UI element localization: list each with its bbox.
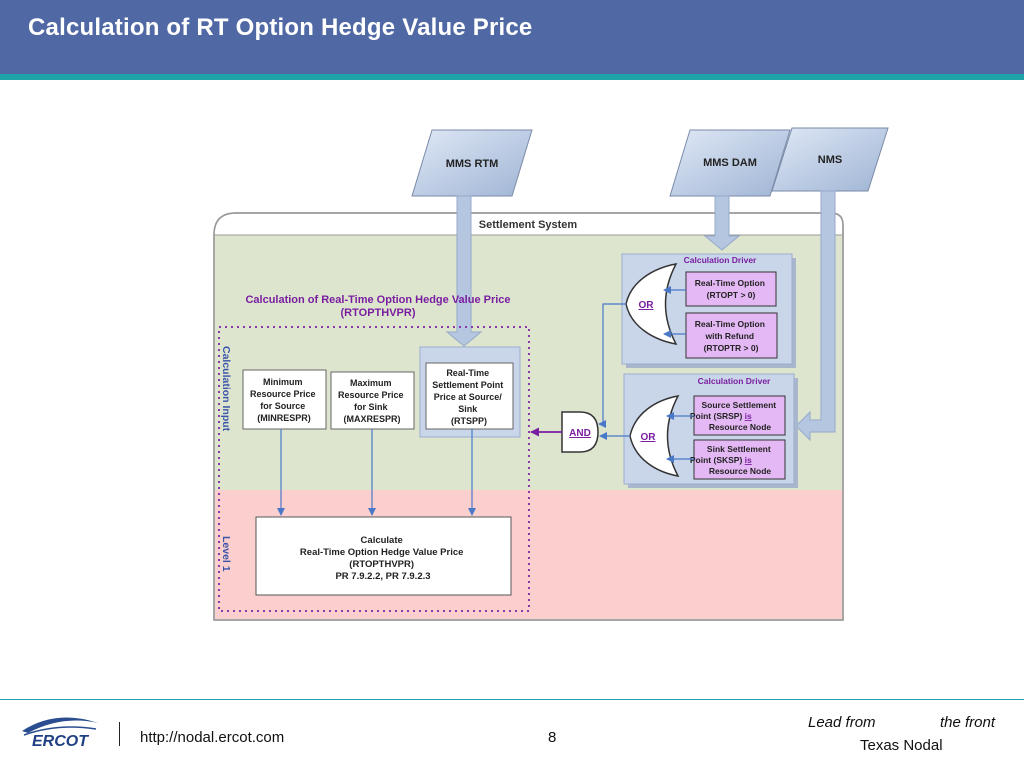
svg-text:Calculate Real-Time Opti: Calculate Real-Time Option Hedge Value P…	[300, 535, 466, 582]
header-accent-stripe	[0, 74, 1024, 80]
driver-1-to-and	[598, 303, 626, 428]
or-gate-2-label: OR	[641, 432, 657, 443]
calculation-driver-1: Calculation Driver OR Real-Time Option (…	[621, 253, 796, 368]
tagline-lead: Lead from	[808, 714, 876, 731]
tagline-texas-nodal: Texas Nodal	[860, 737, 943, 754]
calc-title-line1: Calculation of Real-Time Option Hedge Va…	[245, 294, 510, 306]
header-bar	[0, 0, 1024, 74]
or-gate-1	[625, 262, 678, 346]
ercot-logo-text: ERCOT	[32, 733, 89, 749]
mms-dam-label: MMS DAM	[703, 157, 757, 169]
mms-rtm-source: MMS RTM	[411, 129, 533, 197]
svg-text:Real-Time Settlement Poi: Real-Time Settlement Point Price at Sour…	[432, 368, 506, 426]
nms-feed-arrow	[795, 190, 836, 442]
calculation-input-region	[218, 326, 530, 612]
settlement-system-label: Settlement System	[479, 219, 578, 231]
maxresp-box: Maximum Resource Price for Sink (MAXRESP…	[330, 371, 415, 430]
calc-title-line2: (RTOPTHVPR)	[341, 307, 416, 319]
or-gate-1-label: OR	[639, 300, 655, 311]
mms-rtm-label: MMS RTM	[446, 158, 499, 170]
page-title: Calculation of RT Option Hedge Value Pri…	[28, 14, 533, 41]
level-1-label: Level 1	[220, 536, 232, 572]
svg-text:Maximum Resource Price: Maximum Resource Price for Sink (MAXRESP…	[338, 378, 406, 424]
rtm-feed-arrow	[445, 195, 483, 347]
dam-feed-arrow	[703, 195, 741, 251]
calculate-box: Calculate Real-Time Option Hedge Value P…	[255, 516, 512, 596]
mms-dam-source: MMS DAM	[669, 129, 791, 197]
calculation-input-label: Calculation Input	[220, 346, 232, 432]
settlement-diagram: Settlement System MMS RTM MMS DAM NMS Ca…	[213, 127, 889, 621]
driver-1-label: Calculation Driver	[684, 255, 757, 265]
calculation-driver-2: Calculation Driver OR Source Settlement …	[623, 373, 798, 488]
and-gate-label: AND	[569, 428, 591, 439]
nms-source: NMS	[771, 127, 889, 192]
rtspp-box: Real-Time Settlement Point Price at Sour…	[419, 346, 521, 438]
svg-text:Minimum Resource Price: Minimum Resource Price for Source (MINRE…	[250, 377, 318, 423]
driver-2-label: Calculation Driver	[698, 376, 771, 386]
and-gate	[561, 411, 599, 453]
svg-text:Source Settlement Point: Source Settlement Point (SRSP) is Resour…	[690, 400, 779, 432]
footer-divider	[0, 699, 1024, 700]
footer-url-link[interactable]: http://nodal.ercot.com	[140, 729, 285, 746]
ercot-logo: ERCOT	[22, 717, 98, 749]
minresp-box: Minimum Resource Price for Source (MINRE…	[242, 369, 327, 430]
nms-label: NMS	[818, 154, 842, 166]
footer-separator	[119, 722, 120, 746]
page-number: 8	[548, 729, 557, 746]
svg-text:Real-Time Option with Re: Real-Time Option with Refund (RTOPTR > 0…	[695, 319, 768, 353]
svg-text:Real-Time Option (RTOPT: Real-Time Option (RTOPT > 0)	[695, 278, 768, 300]
tagline-front: the front	[940, 714, 996, 731]
svg-text:Sink Settlement Point (S: Sink Settlement Point (SKSP) is Resource…	[690, 444, 773, 476]
